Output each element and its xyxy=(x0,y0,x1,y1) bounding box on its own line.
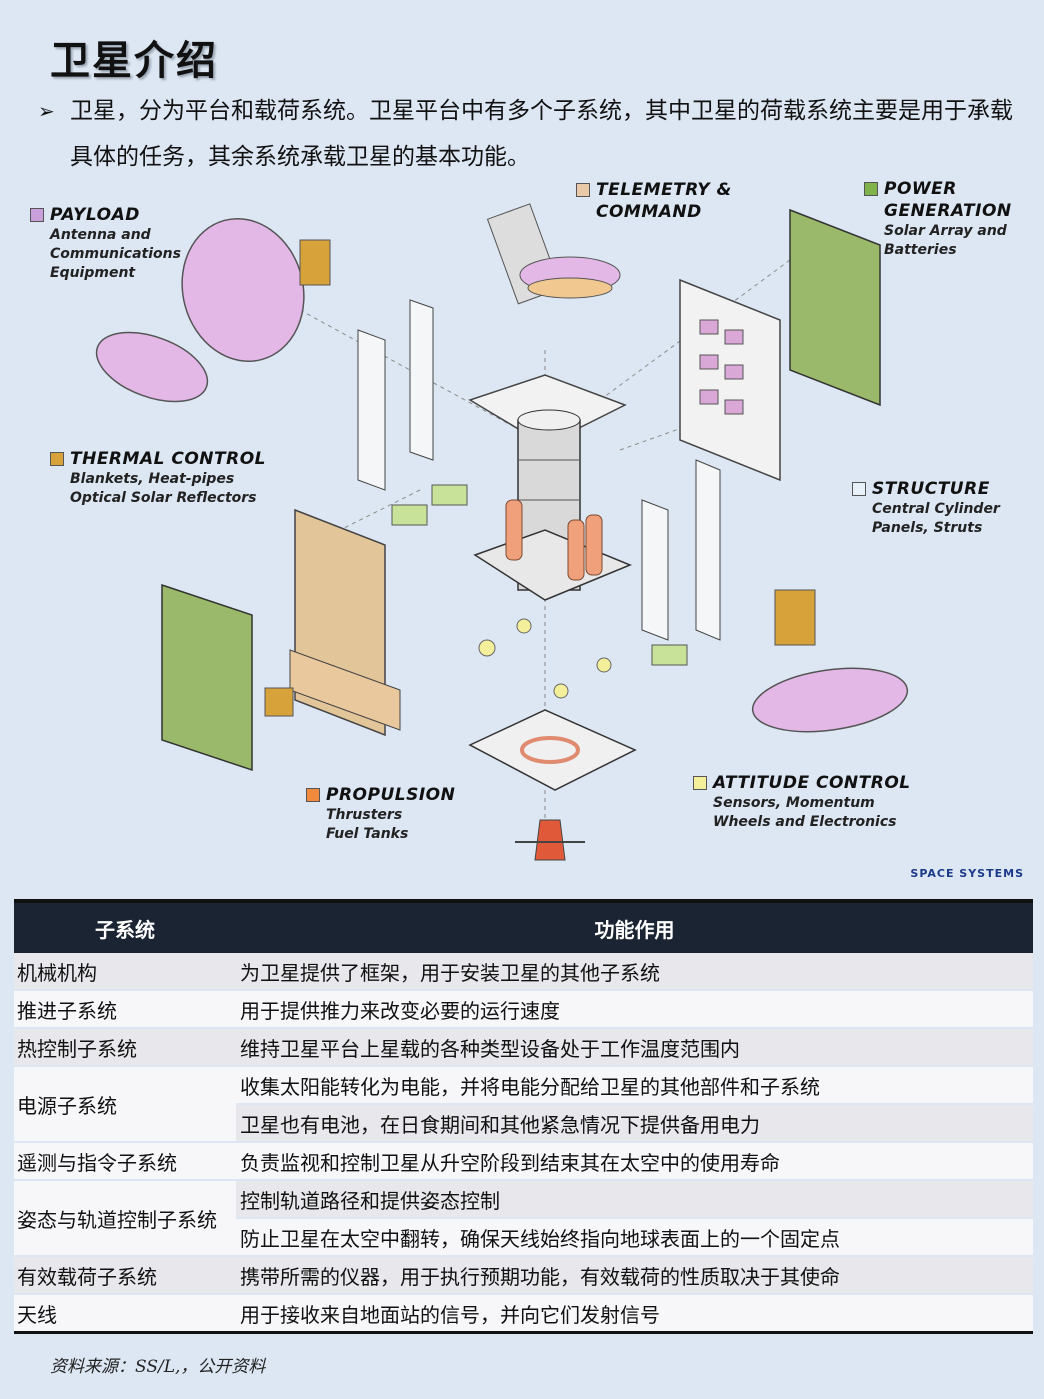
attitude-title: ATTITUDE CONTROL xyxy=(713,773,911,793)
table-row: 防止卫星在太空中翻转，确保天线始终指向地球表面上的一个固定点 xyxy=(14,1218,1033,1257)
telemetry-antenna xyxy=(486,203,621,305)
thermal-sub1: Blankets, Heat-pipes xyxy=(70,471,235,487)
telemetry-swatch xyxy=(576,183,590,197)
table-header-row: 子系统 功能作用 xyxy=(14,901,1033,953)
brand-logo: SPACE SYSTEMS xyxy=(910,867,1024,880)
power-title2: GENERATION xyxy=(884,201,1012,221)
label-telemetry: TELEMETRY & COMMAND xyxy=(576,179,732,223)
subsystem-function: 卫星也有电池，在日食期间和其他紧急情况下提供备用电力 xyxy=(236,1104,1033,1143)
satellite-exploded-diagram: PAYLOAD Antenna and Communications Equip… xyxy=(0,170,1044,890)
table-row: 有效载荷子系统 携带所需的仪器，用于执行预期功能，有效载荷的性质取决于其使命 xyxy=(14,1256,1033,1295)
header-function: 功能作用 xyxy=(236,901,1033,953)
structure-sub1: Central Cylinder xyxy=(872,501,1000,517)
base-plate xyxy=(468,709,637,791)
label-attitude: ATTITUDE CONTROL Sensors, Momentum Wheel… xyxy=(693,772,911,832)
solar-panel-right xyxy=(789,208,881,407)
bullet-arrow-icon: ➢ xyxy=(38,99,55,123)
propulsion-sub1: Thrusters xyxy=(326,807,403,823)
table-row: 天线 用于接收来自地面站的信号，并向它们发射信号 xyxy=(14,1294,1033,1334)
header-subsystem: 子系统 xyxy=(14,901,236,953)
subsystem-name: 热控制子系统 xyxy=(14,1028,236,1067)
solar-panel-left xyxy=(161,583,253,772)
subsystem-name: 遥测与指令子系统 xyxy=(14,1142,236,1181)
equipment-panel xyxy=(679,278,781,482)
table-row: 热控制子系统 维持卫星平台上星载的各种类型设备处于工作温度范围内 xyxy=(14,1028,1033,1067)
subsystem-function: 用于提供推力来改变必要的运行速度 xyxy=(236,990,1033,1029)
propulsion-title: PROPULSION xyxy=(326,785,456,805)
payload-title: PAYLOAD xyxy=(50,205,140,225)
payload-sub1: Antenna and xyxy=(50,227,151,243)
payload-sub2: Communications xyxy=(50,246,181,262)
subsystem-function: 携带所需的仪器，用于执行预期功能，有效载荷的性质取决于其使命 xyxy=(236,1256,1033,1295)
power-sub2: Batteries xyxy=(884,242,957,258)
label-payload: PAYLOAD Antenna and Communications Equip… xyxy=(30,204,181,283)
subsystem-function: 维持卫星平台上星载的各种类型设备处于工作温度范围内 xyxy=(236,1028,1033,1067)
structure-title: STRUCTURE xyxy=(872,479,990,499)
thermal-swatch xyxy=(50,452,64,466)
subsystem-name: 有效载荷子系统 xyxy=(14,1256,236,1295)
subsystem-function: 收集太阳能转化为电能，并将电能分配给卫星的其他部件和子系统 xyxy=(236,1066,1033,1105)
subsystem-function: 用于接收来自地面站的信号，并向它们发射信号 xyxy=(236,1294,1033,1334)
subsystem-name: 机械机构 xyxy=(14,953,236,991)
table-row: 机械机构 为卫星提供了框架，用于安装卫星的其他子系统 xyxy=(14,953,1033,991)
power-title1: POWER xyxy=(884,179,957,199)
thermal-panel xyxy=(289,508,401,737)
attitude-sub1: Sensors, Momentum xyxy=(713,795,875,811)
structure-swatch xyxy=(852,482,866,496)
label-thermal: THERMAL CONTROL Blankets, Heat-pipes Opt… xyxy=(50,448,266,508)
apogee-thruster xyxy=(515,819,585,861)
power-sub1: Solar Array and xyxy=(884,223,1007,239)
structure-sub2: Panels, Struts xyxy=(872,520,983,536)
propulsion-sub2: Fuel Tanks xyxy=(326,826,409,842)
telemetry-title1: TELEMETRY & xyxy=(596,180,732,200)
propulsion-swatch xyxy=(306,788,320,802)
payload-swatch xyxy=(30,208,44,222)
thermal-title: THERMAL CONTROL xyxy=(70,449,266,469)
subsystem-function: 防止卫星在太空中翻转，确保天线始终指向地球表面上的一个固定点 xyxy=(236,1218,1033,1257)
intro-bullet: ➢ 卫星，分为平台和载荷系统。卫星平台中有多个子系统，其中卫星的荷载系统主要是用… xyxy=(38,88,1018,180)
table-row: 电源子系统 收集太阳能转化为电能，并将电能分配给卫星的其他部件和子系统 xyxy=(14,1066,1033,1143)
subsystem-function: 控制轨道路径和提供姿态控制 xyxy=(236,1180,1033,1219)
payload-sub3: Equipment xyxy=(50,265,136,281)
table-row: 卫星也有电池，在日食期间和其他紧急情况下提供备用电力 xyxy=(14,1104,1033,1143)
attitude-sub2: Wheels and Electronics xyxy=(713,814,897,830)
subsystem-function: 为卫星提供了框架，用于安装卫星的其他子系统 xyxy=(236,953,1033,991)
subsystem-name: 推进子系统 xyxy=(14,990,236,1029)
subsystem-name: 电源子系统 xyxy=(14,1066,236,1143)
source-note: 资料来源：SS/L,，公开资料 xyxy=(50,1357,266,1377)
intro-text: 卫星，分为平台和载荷系统。卫星平台中有多个子系统，其中卫星的荷载系统主要是用于承… xyxy=(70,98,1013,170)
subsystem-name: 姿态与轨道控制子系统 xyxy=(14,1180,236,1257)
attitude-swatch xyxy=(693,776,707,790)
table-row: 推进子系统 用于提供推力来改变必要的运行速度 xyxy=(14,990,1033,1029)
subsystem-table: 子系统 功能作用 机械机构 为卫星提供了框架，用于安装卫星的其他子系统 推进子系… xyxy=(14,899,1033,1334)
telemetry-title2: COMMAND xyxy=(596,202,702,222)
table-row: 遥测与指令子系统 负责监视和控制卫星从升空阶段到结束其在太空中的使用寿命 xyxy=(14,1142,1033,1181)
payload-reflector-top xyxy=(181,217,305,363)
thermal-sub2: Optical Solar Reflectors xyxy=(70,490,257,506)
central-cylinder xyxy=(468,374,632,601)
subsystem-function: 负责监视和控制卫星从升空阶段到结束其在太空中的使用寿命 xyxy=(236,1142,1033,1181)
fuel-tanks xyxy=(505,499,603,581)
satellite-illustration xyxy=(95,203,909,861)
payload-reflector-right xyxy=(751,667,909,733)
page-title: 卫星介绍 xyxy=(50,38,218,84)
subsystem-name: 天线 xyxy=(14,1294,236,1334)
power-swatch xyxy=(864,182,878,196)
label-structure: STRUCTURE Central Cylinder Panels, Strut… xyxy=(852,478,1000,538)
payload-reflector-left xyxy=(95,331,209,403)
label-power: POWER GENERATION Solar Array and Batteri… xyxy=(864,178,1012,260)
label-propulsion: PROPULSION Thrusters Fuel Tanks xyxy=(306,784,456,844)
table-row: 姿态与轨道控制子系统 控制轨道路径和提供姿态控制 xyxy=(14,1180,1033,1257)
